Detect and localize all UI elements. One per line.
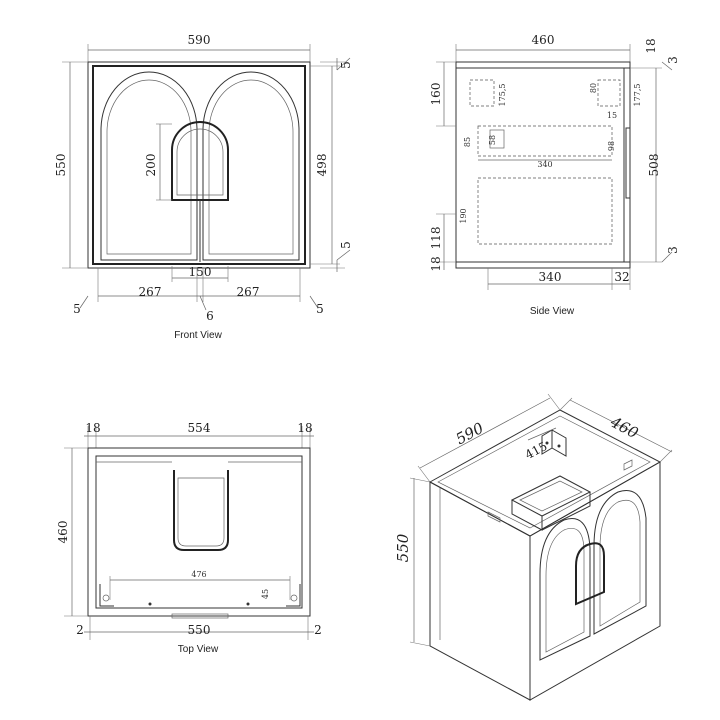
bottom-offset-label: 3: [666, 246, 680, 254]
iso-left-face: [429, 481, 531, 701]
iso-width-label: 590: [453, 419, 487, 449]
right-arch-panel: [202, 71, 300, 261]
right-offset-label: 2: [314, 623, 322, 637]
iso-handle: [575, 542, 605, 606]
front-cabinet-outline: [87, 61, 311, 269]
top-gap-label: 5: [339, 61, 353, 69]
iso-left-arch: [539, 518, 591, 661]
small-85-label: 85: [463, 137, 472, 147]
side-view-caption: Side View: [530, 306, 575, 317]
front-width-label: 590: [188, 33, 211, 47]
hinge-hole-left: [102, 594, 110, 602]
top-thick-label: 18: [644, 38, 658, 53]
top-right-panel-label: 18: [297, 421, 312, 435]
small-15-label: 15: [607, 111, 617, 120]
top-inner-width-label: 554: [188, 421, 211, 435]
upper-height-label: 160: [429, 83, 443, 106]
small-58-label: 58: [488, 135, 497, 145]
side-depth-label: 460: [532, 33, 555, 47]
right-door-width-label: 267: [237, 285, 260, 299]
front-view: 590 200 150 550 498: [54, 33, 353, 341]
bottom-thick-label: 18: [429, 256, 443, 271]
bracket-a-label: 175,5: [498, 84, 507, 107]
inner-340-label: 340: [537, 160, 552, 169]
iso-front-face: [529, 461, 661, 701]
hinge-hole-right: [290, 594, 298, 602]
small-80-label: 80: [589, 83, 598, 93]
base-width-label: 550: [188, 623, 211, 637]
left-offset-label: 2: [76, 623, 84, 637]
top-offset-label: 3: [666, 56, 680, 64]
small-98-label: 98: [607, 141, 616, 151]
handle-height-label: 200: [144, 154, 158, 177]
top-cabinet-outline: [87, 447, 311, 617]
isometric-view: 590 460 550 415: [394, 393, 673, 701]
top-depth-label: 460: [56, 521, 70, 544]
arch-handle-cutout: [171, 121, 229, 201]
base-depth-label: 340: [539, 270, 562, 284]
door-height-label: 498: [315, 154, 329, 177]
side-handle: [625, 127, 631, 199]
iso-height-label: 550: [394, 533, 412, 562]
bracket-b-label: 177,5: [633, 84, 642, 107]
front-height-label: 550: [54, 154, 68, 177]
iso-depth-label: 460: [607, 412, 642, 442]
shelf-height-label: 118: [429, 227, 443, 250]
front-view-caption: Front View: [174, 330, 222, 341]
left-door-width-label: 267: [139, 285, 162, 299]
drawer-width-label: 476: [191, 570, 206, 579]
iso-right-arch: [593, 490, 647, 635]
top-left-panel-label: 18: [85, 421, 100, 435]
top-view-caption: Top View: [178, 644, 219, 655]
top-drain-cutout: [173, 470, 229, 551]
right-edge-label: 5: [316, 302, 324, 316]
bottom-gap-label: 5: [339, 241, 353, 249]
small-190-label: 190: [459, 208, 468, 223]
left-arch-panel: [100, 71, 198, 261]
top-view: 18 554 18 476 45 460 550 2 2: [56, 421, 322, 655]
iso-drawer-box: [510, 475, 592, 517]
center-gap-label: 6: [206, 309, 214, 323]
handle-width-label: 150: [189, 265, 212, 279]
left-edge-label: 5: [73, 302, 81, 316]
side-height-label: 508: [647, 154, 661, 177]
back-offset-label: 32: [614, 270, 629, 284]
small-45-label: 45: [261, 589, 270, 599]
iso-inner-label: 415: [523, 439, 550, 462]
front-door-frame: [92, 65, 306, 265]
side-view: 460 175,5 177,5 80 15 85 58 340 98 190 1…: [429, 33, 680, 317]
